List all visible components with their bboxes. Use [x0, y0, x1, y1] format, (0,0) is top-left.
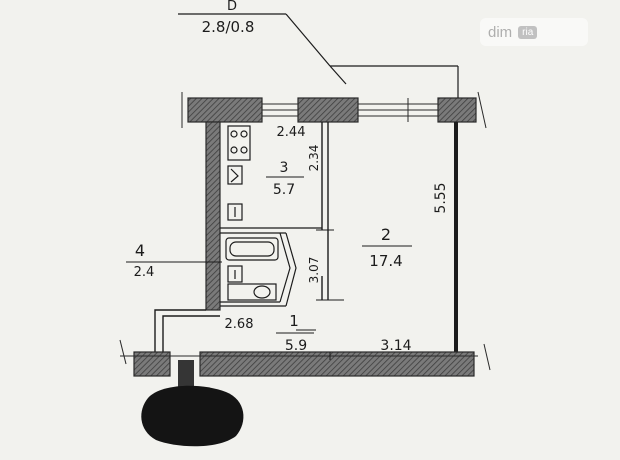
hall-walls	[154, 309, 220, 352]
window-left	[262, 103, 298, 117]
redaction-smudge	[178, 360, 194, 390]
watermark-brand: dim	[488, 23, 513, 41]
kitchen-cabinet-icon	[227, 203, 243, 221]
redaction-blob	[141, 385, 244, 447]
balcony-code: D	[227, 0, 237, 14]
balcony-size: 2.8/0.8	[202, 18, 255, 36]
room-3-area: 5.7	[273, 182, 295, 198]
washbasin-icon	[227, 265, 243, 283]
room-width-dim: 3.14	[380, 338, 411, 354]
room-1-area: 5.9	[285, 338, 307, 354]
kitchen-sink-icon	[227, 165, 243, 185]
watermark-suffix: ria	[518, 25, 538, 39]
room-4-area: 2.4	[134, 265, 155, 280]
partition-bath	[220, 227, 322, 307]
wall-end-ticks	[181, 91, 487, 129]
room-1-number: 1	[289, 312, 299, 330]
room-3-number: 3	[280, 160, 289, 176]
stove-icon	[227, 125, 251, 161]
kitchen-width-dim: 2.44	[277, 125, 306, 140]
hall-width-dim: 2.68	[225, 317, 254, 332]
left-wall	[205, 121, 221, 311]
room-2-number: 2	[381, 225, 391, 244]
balcony-leader	[178, 13, 459, 98]
toilet-icon	[227, 283, 277, 301]
bathtub-icon	[225, 237, 279, 261]
room-2-area: 17.4	[369, 252, 402, 270]
room-4-number: 4	[135, 241, 145, 260]
kitchen-depth-dim: 2.34	[307, 145, 321, 172]
window-right	[358, 98, 438, 122]
partition-kitchen-room	[321, 122, 329, 300]
watermark: dim ria	[480, 18, 588, 46]
dimension-ticks	[126, 229, 344, 360]
bottom-wall	[119, 339, 491, 377]
hall-depth-dim: 3.07	[307, 257, 321, 284]
top-wall	[187, 97, 477, 123]
room-depth-dim: 5.55	[433, 182, 449, 213]
